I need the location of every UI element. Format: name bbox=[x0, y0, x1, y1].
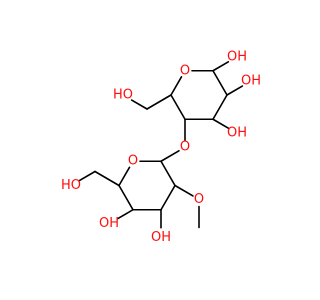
bond-ring1-c4-ring1-c5 bbox=[170, 94, 186, 121]
molecule-diagram: O OH OH OH HO O O O OH OH HO bbox=[61, 49, 261, 245]
bond-ring1-c3-oh-3 bbox=[212, 118, 230, 130]
bond-ring2-c5-ch2-2 bbox=[94, 170, 120, 187]
bond-ch2-1-ho-1 bbox=[130, 99, 148, 110]
bond-ring1-c2-ring1-c3 bbox=[212, 94, 228, 121]
bond-link-o-ring2-c1 bbox=[160, 149, 180, 163]
bond-ring2-c5-ring2-c4 bbox=[118, 184, 134, 211]
atom-label-ring1-o: O bbox=[180, 63, 190, 78]
bond-ring2-o-ring2-c5 bbox=[118, 166, 131, 187]
bond-ring1-c1-oh-1 bbox=[212, 60, 230, 72]
atom-label-oh-2: OH bbox=[241, 74, 261, 89]
atom-label-ring2-o: O bbox=[128, 154, 138, 169]
bond-ring2-c2-ome-o bbox=[174, 184, 194, 197]
bond-ring2-c2-ring2-c1 bbox=[160, 160, 176, 187]
atom-label-oh-1: OH bbox=[227, 49, 247, 64]
bond-ring2-c4-oh-5 bbox=[116, 208, 134, 220]
bond-ring1-c5-ring1-o bbox=[170, 76, 183, 96]
bond-ring1-c2-oh-2 bbox=[226, 85, 244, 96]
structure-canvas: O OH OH OH HO O O O OH OH HO bbox=[61, 49, 261, 245]
atom-label-link-o: O bbox=[180, 140, 190, 155]
atom-label-oh-5: OH bbox=[99, 216, 119, 231]
atom-label-ome-o: O bbox=[194, 192, 204, 207]
bond-ring1-c1-ring1-c2 bbox=[212, 69, 228, 96]
atom-label-ho-1: HO bbox=[113, 88, 133, 103]
atom-label-oh-4: OH bbox=[151, 230, 171, 245]
atom-label-ho-2: HO bbox=[61, 178, 81, 193]
bond-ch2-2-ho-2 bbox=[78, 170, 96, 182]
atom-label-oh-3: OH bbox=[227, 126, 247, 141]
bond-ring1-c5-ch2-1 bbox=[146, 94, 172, 110]
bond-ring2-c3-ring2-c2 bbox=[160, 184, 176, 211]
